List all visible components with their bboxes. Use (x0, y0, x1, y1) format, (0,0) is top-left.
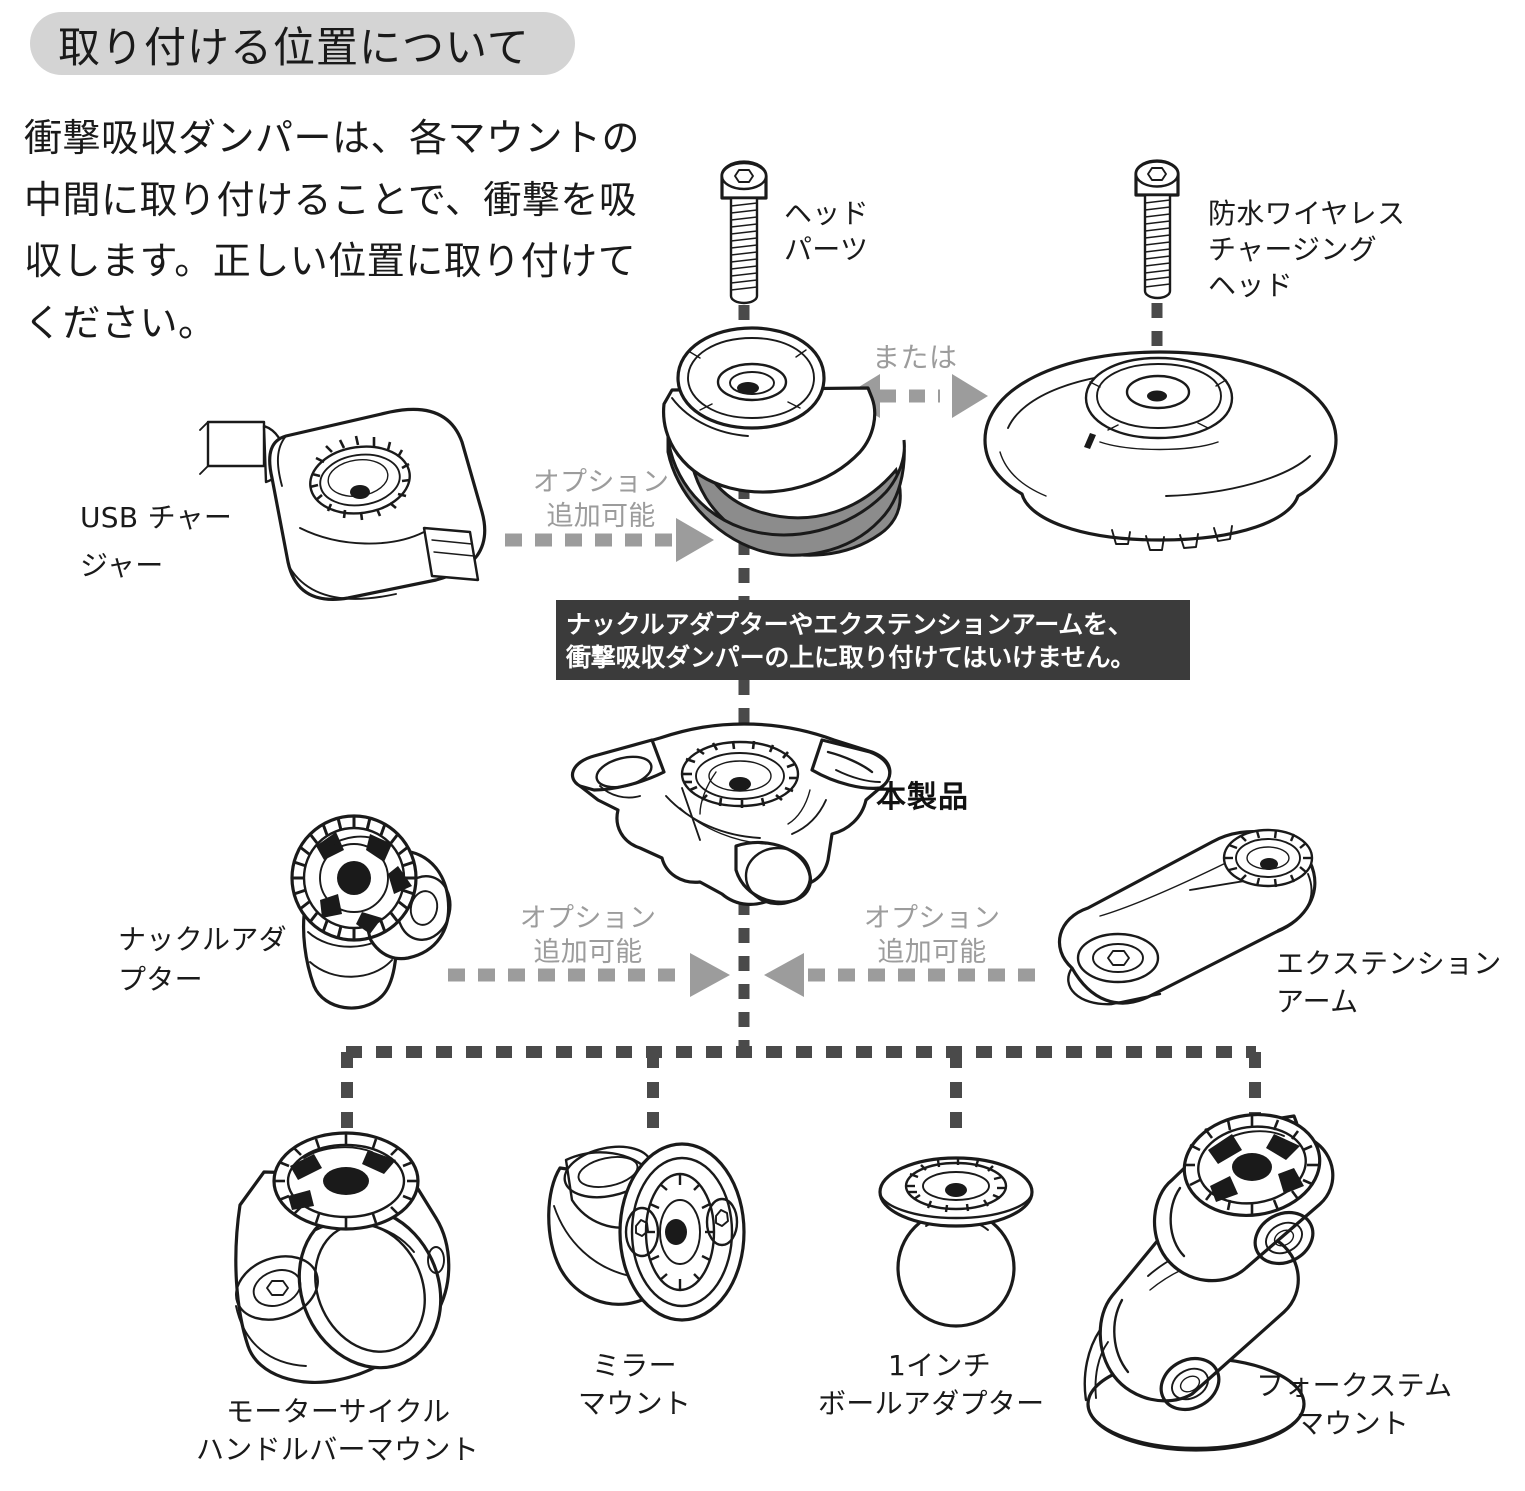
label-charging-head-line3: ヘッド (1208, 269, 1293, 302)
label-ball-adapter-line2: ボールアダプター (818, 1387, 1045, 1420)
usb-charger-icon (199, 407, 487, 601)
optional-arrow-knuckle (448, 953, 730, 997)
fork-stem-mount-icon (1083, 1112, 1335, 1452)
warning-banner-background (556, 600, 1190, 680)
intro-paragraph: 衝撃吸収ダンパーは、各マウントの中間に取り付けることで、衝撃を吸収します。正しい… (24, 116, 641, 345)
label-this-product: 本製品 (876, 780, 969, 815)
hex-socket-bolt-icon-charging (1134, 159, 1180, 300)
label-or: または (872, 341, 958, 374)
label-optional-usb-line2: 追加可能 (546, 501, 656, 532)
warning-line-2: 衝撃吸収ダンパーの上に取り付けてはいけません。 (566, 643, 1136, 672)
header-pill-background (30, 12, 575, 75)
label-optional-usb-line1: オプション (532, 467, 670, 498)
label-handlebar-mount-line2: ハンドルバーマウント (196, 1433, 480, 1466)
knuckle-adapter-icon (290, 814, 452, 1010)
warning-banner: ナックルアダプターやエクステンションアームを、 衝撃吸収ダンパーの上に取り付けて… (566, 608, 1184, 674)
label-head-parts-line1: ヘッド (784, 197, 869, 230)
page-title: 取り付ける位置について (58, 23, 530, 72)
extension-arm-icon (1057, 828, 1317, 1006)
label-optional-extension-line1: オプション (863, 903, 1001, 934)
motorcycle-handlebar-mount-icon (234, 1131, 451, 1384)
label-fork-stem-mount-line2: マウント (1296, 1407, 1410, 1440)
hex-socket-bolt-icon-head (720, 160, 768, 305)
label-charging-head-line2: チャージング (1208, 233, 1377, 266)
label-optional-knuckle-line1: オプション (519, 903, 657, 934)
this-product-icon (570, 722, 892, 906)
label-handlebar-mount-line1: モーターサイクル (226, 1395, 451, 1428)
waterproof-wireless-charging-head-icon (983, 350, 1338, 551)
label-knuckle-adapter-line2: プター (118, 963, 203, 996)
label-usb-charger-line1: USB チャー (80, 501, 233, 534)
label-extension-arm-line2: アーム (1276, 985, 1359, 1018)
label-fork-stem-mount-line1: フォークステム (1256, 1369, 1453, 1402)
label-knuckle-adapter-line1: ナックルアダ (118, 923, 287, 956)
label-optional-extension-line2: 追加可能 (877, 937, 987, 968)
label-usb-charger-line2: ジャー (80, 549, 164, 582)
shock-absorbing-damper-icon (661, 326, 906, 557)
label-extension-arm-line1: エクステンション (1276, 947, 1502, 980)
optional-arrow-extension (764, 953, 1046, 997)
label-head-parts-line2: パーツ (784, 233, 869, 266)
label-mirror-mount-line2: マウント (578, 1387, 692, 1420)
one-inch-ball-adapter-icon (878, 1156, 1034, 1328)
label-optional-knuckle-line2: 追加可能 (533, 937, 643, 968)
label-mirror-mount-line1: ミラー (592, 1349, 677, 1382)
label-ball-adapter-line1: 1インチ (888, 1349, 992, 1382)
optional-arrow-usb (505, 518, 714, 562)
label-charging-head-line1: 防水ワイヤレス (1208, 197, 1406, 230)
mirror-mount-icon (547, 1142, 746, 1322)
warning-line-1: ナックルアダプターやエクステンションアームを、 (566, 610, 1133, 639)
